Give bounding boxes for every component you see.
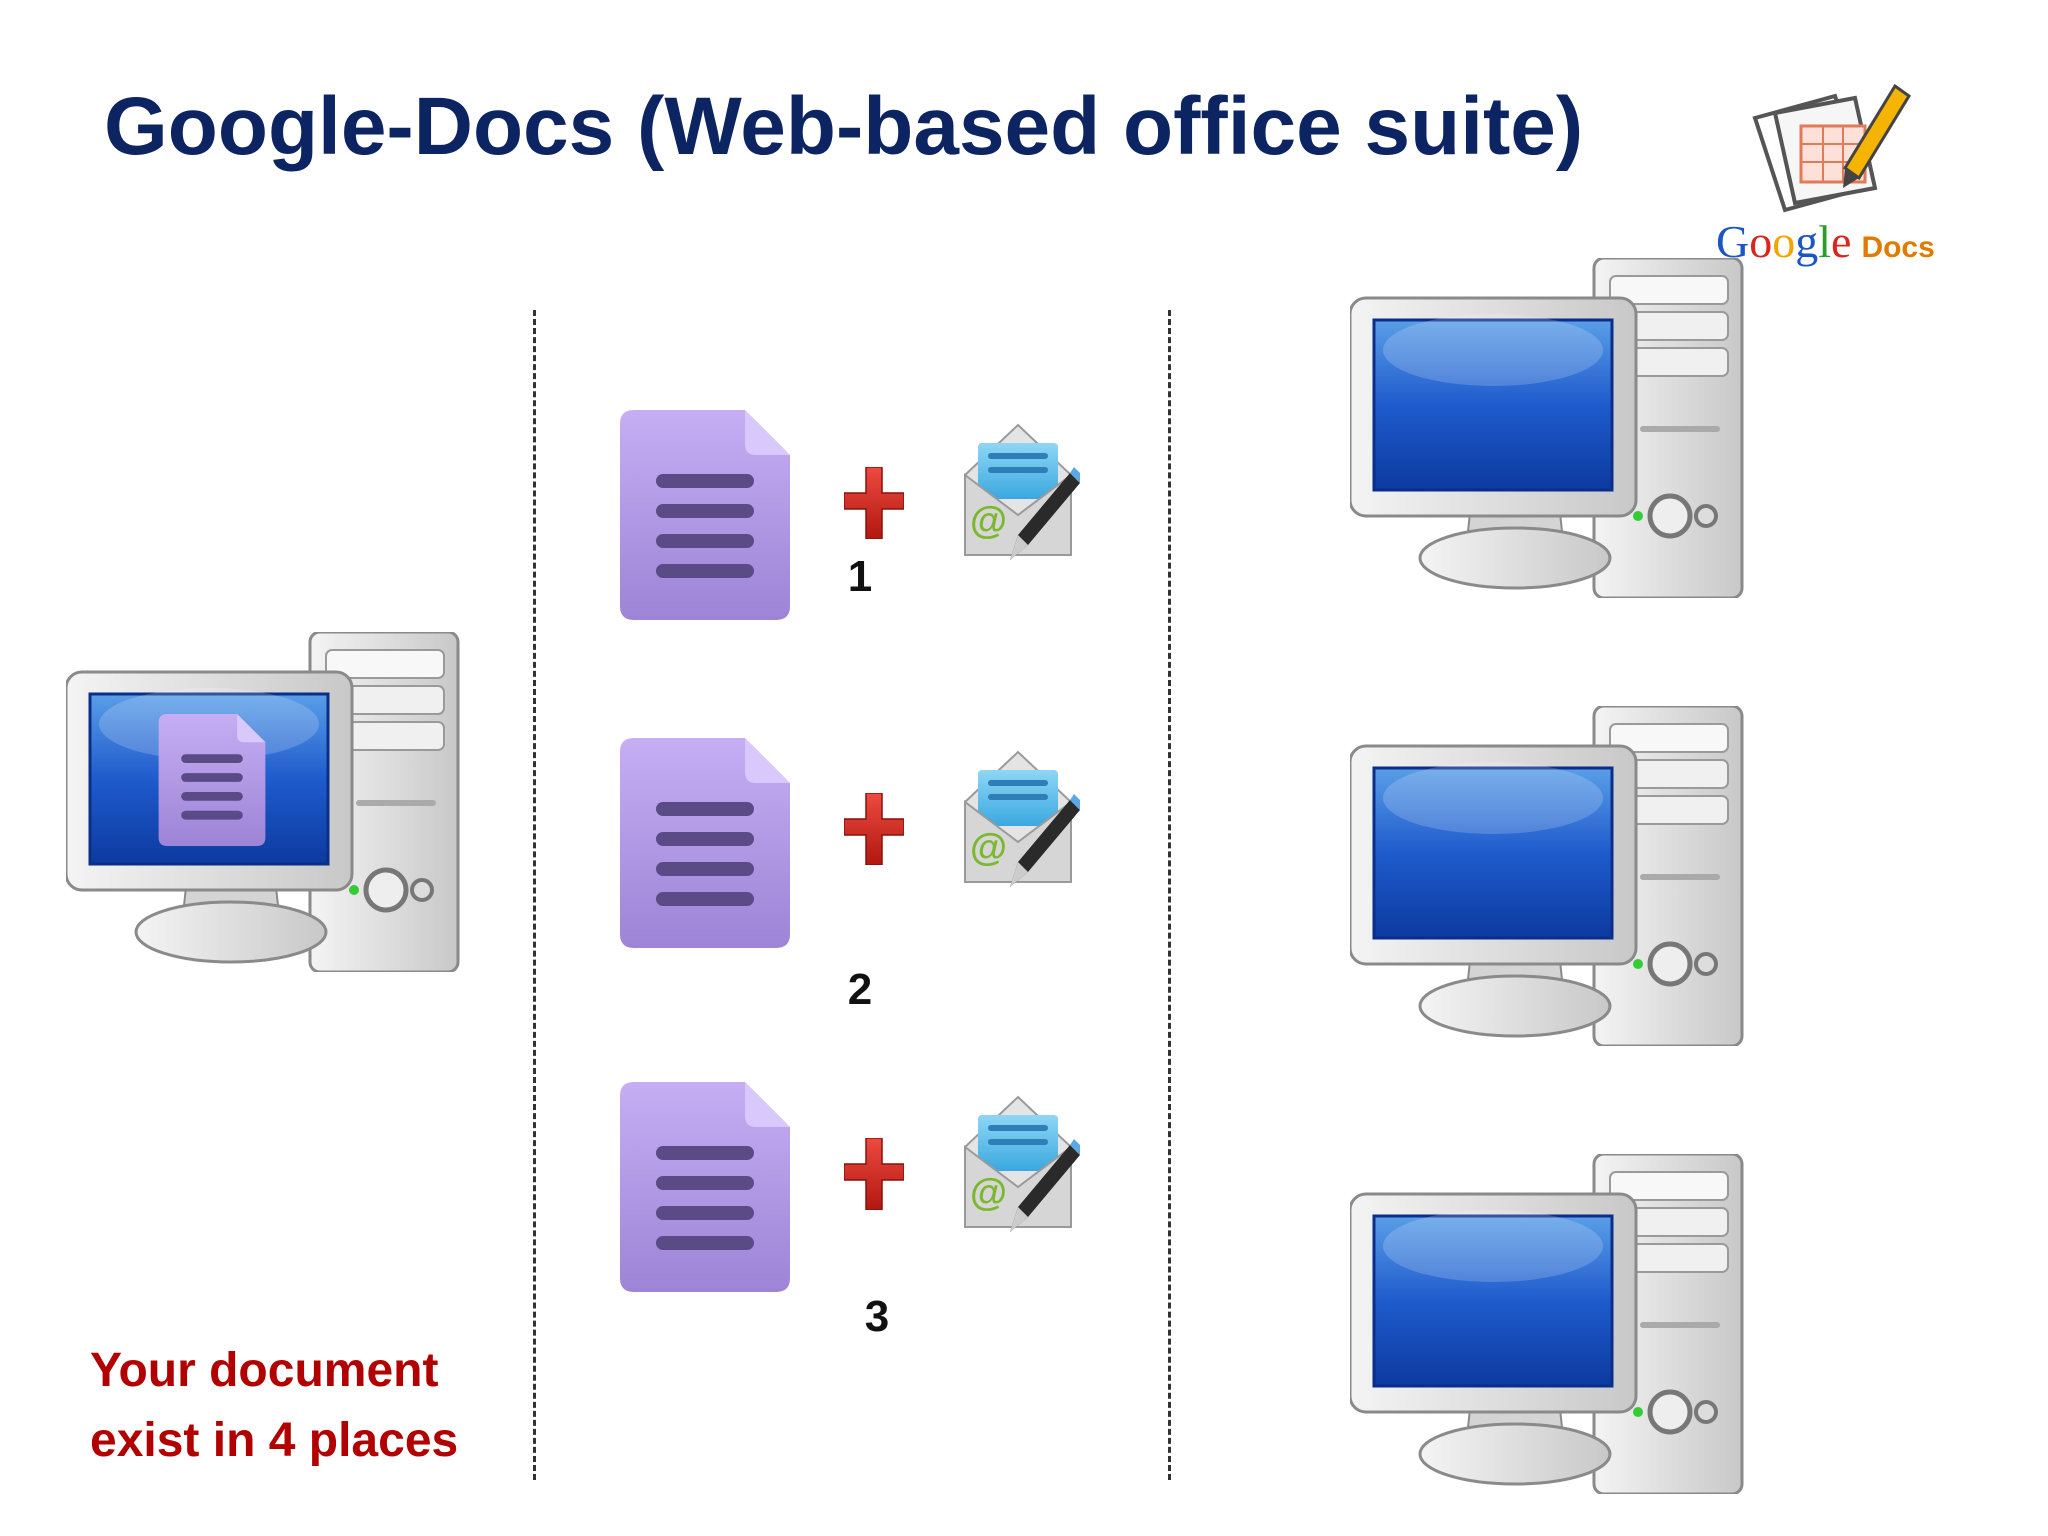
docs-wordmark: Docs	[1861, 231, 1935, 264]
slide-title: Google-Docs (Web-based office suite)	[104, 81, 1584, 172]
document-icon	[158, 714, 266, 846]
document-icon	[620, 738, 790, 948]
sender-computer	[66, 632, 466, 972]
step-number: 1	[847, 552, 873, 601]
google-letter: l	[1818, 216, 1832, 267]
caption: Your document exist in 4 places	[90, 1336, 530, 1476]
email-compose-icon	[960, 1087, 1080, 1237]
plus-icon	[844, 1138, 904, 1210]
google-letter: o	[1772, 216, 1796, 267]
google-letter: g	[1795, 216, 1819, 267]
recipient-computer-3	[1350, 1154, 1750, 1494]
caption-line-1: Your document	[90, 1344, 439, 1397]
desktop-computer-icon	[66, 632, 466, 972]
step-number: 3	[864, 1292, 890, 1341]
recipient-computer-1	[1350, 258, 1750, 598]
google-docs-logo-icon	[1752, 83, 1912, 213]
step-number: 2	[847, 965, 873, 1014]
divider-right	[1168, 310, 1171, 1480]
divider-left	[533, 310, 536, 1480]
document-icon	[620, 410, 790, 620]
document-icon	[620, 1082, 790, 1292]
recipient-computer-2	[1350, 706, 1750, 1046]
google-letter: o	[1749, 216, 1773, 267]
caption-line-2: exist in 4 places	[90, 1414, 459, 1467]
plus-icon	[844, 793, 904, 865]
email-compose-icon	[960, 742, 1080, 892]
plus-icon	[844, 467, 904, 539]
google-letter: e	[1831, 216, 1852, 267]
email-compose-icon	[960, 415, 1080, 565]
